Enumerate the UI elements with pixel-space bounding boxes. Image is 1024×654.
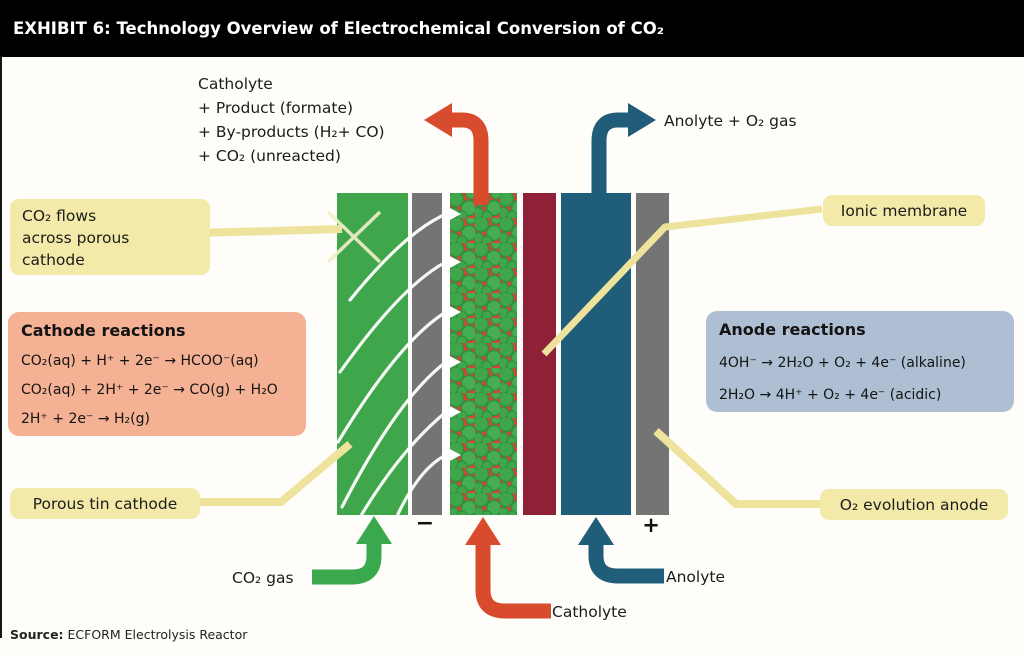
anolyte-outflow-label: Anolyte + O₂ gas (664, 112, 797, 130)
cathode-reaction: 2H⁺ + 2e⁻ → H₂(g) (21, 411, 150, 427)
co2-inlet-arrow (312, 516, 392, 585)
callout-connectors (197, 205, 823, 508)
anolyte-channel-bar (561, 193, 631, 515)
callout-line: CO₂ flows (22, 207, 97, 225)
catholyte-inlet-label: Catholyte (552, 603, 627, 621)
catholyte-outflow-list: Catholyte + Product (formate) + By-produ… (198, 72, 385, 168)
outflow-line: + CO₂ (unreacted) (198, 147, 341, 165)
gas-flow-arrowheads (446, 206, 461, 463)
cathode-reaction: CO₂(aq) + H⁺ + 2e⁻ → HCOO⁻(aq) (21, 353, 259, 369)
callout-line: across porous (22, 229, 130, 247)
porous-tin-cathode-layer (450, 193, 517, 515)
connector-co2-flows-fork (326, 210, 382, 264)
exhibit-header: EXHIBIT 6: Technology Overview of Electr… (0, 0, 1024, 57)
anolyte-outlet-arrow (591, 103, 656, 205)
anode-reaction: 2H₂O → 4H⁺ + O₂ + 4e⁻ (acidic) (719, 387, 942, 403)
catholyte-inlet-arrow (465, 517, 551, 619)
outflow-line: + By-products (H₂+ CO) (198, 123, 385, 141)
anolyte-inlet-arrow (578, 517, 664, 584)
exhibit-title: EXHIBIT 6: Technology Overview of Electr… (13, 19, 664, 38)
callout-ionic-membrane: Ionic membrane (823, 195, 985, 226)
callout-o2-evolution-anode: O₂ evolution anode (820, 489, 1008, 520)
catholyte-outlet-arrow (424, 103, 489, 205)
anolyte-inlet-label: Anolyte (666, 568, 726, 586)
connector-porous-tin (200, 440, 353, 506)
gas-flow-arrows (336, 212, 448, 516)
frame-left-border (0, 57, 2, 638)
source-text: ECFORM Electrolysis Reactor (67, 627, 248, 642)
anode-reaction: 4OH⁻ → 2H₂O + O₂ + 4e⁻ (alkaline) (719, 355, 966, 371)
cathode-plate-bar (412, 193, 442, 515)
cathode-reactions-title: Cathode reactions (21, 321, 186, 340)
anode-positive-sign: + (642, 513, 660, 537)
cathode-reaction: CO₂(aq) + 2H⁺ + 2e⁻ → CO(g) + H₂O (21, 382, 278, 398)
cell-stack (337, 193, 669, 515)
anode-reactions-box: Anode reactions 4OH⁻ → 2H₂O + O₂ + 4e⁻ (… (706, 311, 1014, 412)
co2-gas-label: CO₂ gas (232, 569, 294, 587)
ionic-membrane-bar (523, 193, 556, 515)
anode-reactions-title: Anode reactions (719, 320, 866, 339)
outflow-line: + Product (formate) (198, 99, 354, 117)
connector-ionic-membrane (541, 205, 823, 357)
callout-co2-flows: CO₂ flows across porous cathode (10, 199, 210, 275)
connector-co2-flows (197, 225, 343, 237)
callout-line: cathode (22, 251, 85, 269)
cathode-flow-field-bar (337, 193, 408, 515)
cathode-reactions-box: Cathode reactions CO₂(aq) + H⁺ + 2e⁻ → H… (8, 312, 306, 436)
source-label: Source: (10, 627, 64, 642)
source-line: Source: ECFORM Electrolysis Reactor (10, 627, 247, 642)
cathode-negative-sign: − (415, 511, 435, 536)
connector-o2-anode (653, 428, 822, 508)
callout-porous-tin-cathode: Porous tin cathode (10, 488, 200, 519)
outflow-line: Catholyte (198, 75, 273, 93)
